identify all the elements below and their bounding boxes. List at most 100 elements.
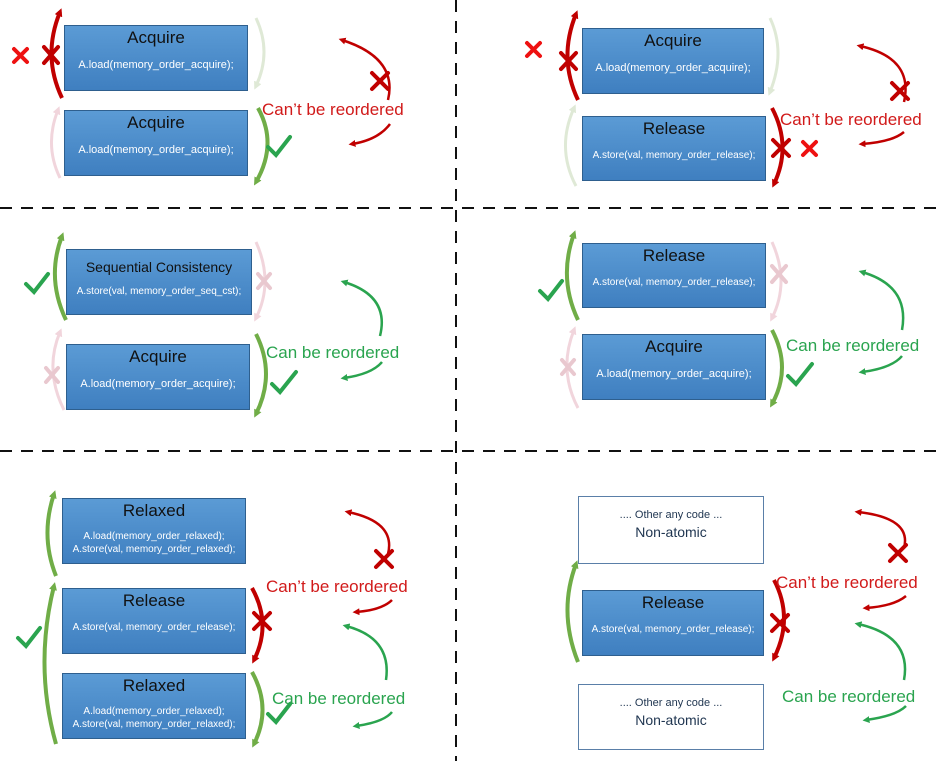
- p1-bottom-box: Acquire A.load(memory_order_acquire);: [64, 110, 248, 176]
- p5-up-arrow-1: [45, 490, 58, 577]
- p6-top-nonatomic-box: .... Other any code ... Non-atomic: [578, 496, 764, 564]
- box-code: A.store(val, memory_order_release);: [591, 624, 755, 635]
- box-title: Acquire: [129, 347, 187, 366]
- p1-down-arrow-allowed: [253, 107, 270, 186]
- p5-curve-cross-icon: [374, 549, 394, 569]
- p5-curved-arrow-green: [342, 623, 388, 681]
- p2-cant-reorder-label: Can’t be reordered: [780, 110, 922, 129]
- box-code-2: A.store(val, memory_order_relaxed);: [72, 544, 236, 555]
- p4-faded-down-arrow: [770, 241, 783, 322]
- box-title: Release: [642, 246, 706, 265]
- p2-small-cross-icon: [525, 41, 542, 58]
- p5-down-arrow-allowed: [250, 671, 265, 748]
- p5-check-icon: [16, 626, 42, 650]
- p2-curved-arrow-red: [856, 43, 907, 103]
- p3-up-arrow-allowed: [52, 232, 68, 321]
- p1-top-box: Acquire A.load(memory_order_acquire);: [64, 25, 248, 91]
- box-other-code: .... Other any code ...: [619, 697, 723, 709]
- p2-bottom-box: Release A.store(val, memory_order_releas…: [582, 116, 766, 181]
- box-code: A.store(val, memory_order_seq_cst);: [76, 286, 242, 297]
- p5-can-reorder-label: Can be reordered: [272, 689, 406, 708]
- p6-can-reorder-label: Can be reordered: [782, 687, 916, 706]
- p3-faded-cross-icon: [256, 272, 272, 290]
- p3-down-arrow-allowed: [254, 333, 268, 418]
- box-other-code: .... Other any code ...: [619, 509, 723, 521]
- box-title: Relaxed: [122, 501, 186, 520]
- p1-cant-reorder-label: Can’t be reordered: [262, 100, 404, 119]
- box-title: Sequential Consistency: [85, 259, 233, 275]
- p5-top-box: Relaxed A.load(memory_order_relaxed); A.…: [62, 498, 246, 564]
- p6-middle-box: Release A.store(val, memory_order_releas…: [582, 590, 764, 656]
- p3-can-reorder-label: Can be reordered: [266, 343, 400, 362]
- p2-small-down-cross-icon: [801, 140, 818, 157]
- p6-curved-arrow-red-tail: [862, 595, 907, 612]
- box-title: Acquire: [127, 113, 185, 132]
- p5-cant-reorder-label: Can’t be reordered: [266, 577, 408, 596]
- box-code-1: A.load(memory_order_relaxed);: [83, 531, 225, 542]
- p5-curved-arrow-red: [344, 509, 391, 555]
- p1-cross-icon: [42, 45, 60, 65]
- box-title: Release: [642, 119, 706, 138]
- p3-top-box: Sequential Consistency A.store(val, memo…: [66, 249, 252, 315]
- p2-faded-up-arrow: [564, 104, 578, 187]
- box-title: Release: [122, 591, 186, 610]
- box-title: Relaxed: [122, 676, 186, 695]
- p2-faded-down-arrow: [767, 17, 780, 96]
- box-code: A.store(val, memory_order_release);: [72, 622, 236, 633]
- p4-curved-arrow-green: [858, 269, 905, 331]
- p3-check-icon-2: [270, 370, 298, 395]
- p1-curved-arrow-red: [338, 37, 391, 101]
- box-code: A.load(memory_order_acquire);: [595, 62, 751, 74]
- p6-bottom-nonatomic-box: .... Other any code ... Non-atomic: [578, 684, 764, 750]
- p5-check-icon-2: [266, 702, 292, 726]
- p4-down-arrow-allowed: [770, 329, 784, 408]
- p4-bottom-box: Acquire A.load(memory_order_acquire);: [582, 334, 766, 400]
- p3-check-icon: [24, 272, 50, 296]
- box-code: A.store(val, memory_order_release);: [592, 277, 756, 288]
- p2-curved-arrow-red-tail: [858, 131, 905, 148]
- p6-curved-arrow-green: [854, 621, 907, 681]
- p4-check-icon-2: [786, 362, 814, 387]
- p6-cross-icon: [770, 613, 790, 633]
- p6-curve-cross-icon: [888, 543, 908, 563]
- p1-small-cross-icon: [12, 47, 29, 64]
- p2-cross-icon: [559, 51, 578, 71]
- p5-bottom-box: Relaxed A.load(memory_order_relaxed); A.…: [62, 673, 246, 739]
- p5-cross-icon: [252, 611, 272, 631]
- p3-curved-arrow-green-tail: [340, 361, 383, 381]
- p4-check-icon: [538, 279, 564, 303]
- box-kind: Non-atomic: [635, 524, 707, 540]
- p5-up-arrow-2: [42, 582, 58, 745]
- box-code: A.load(memory_order_acquire);: [78, 59, 234, 71]
- box-code: A.load(memory_order_acquire);: [596, 368, 752, 380]
- p1-curved-arrow-red-tail: [348, 123, 391, 147]
- p1-faded-down-arrow: [254, 17, 266, 90]
- p4-curved-arrow-green-tail: [858, 355, 903, 376]
- box-title: Acquire: [127, 28, 185, 47]
- p4-can-reorder-label: Can be reordered: [786, 336, 920, 355]
- p3-faded-cross-icon-2: [44, 366, 60, 384]
- p4-up-arrow-allowed: [564, 230, 580, 321]
- p6-curved-arrow-green-tail: [862, 705, 907, 724]
- box-kind: Non-atomic: [635, 712, 707, 728]
- p5-middle-box: Release A.store(val, memory_order_releas…: [62, 588, 246, 654]
- p1-faded-up-arrow: [49, 106, 62, 179]
- p6-cant-reorder-label: Can’t be reordered: [776, 573, 918, 592]
- box-code: A.load(memory_order_acquire);: [78, 144, 234, 156]
- box-title: Acquire: [645, 337, 703, 356]
- box-title: Acquire: [644, 31, 702, 50]
- p1-curve-cross-icon: [370, 71, 390, 91]
- box-title: Release: [641, 593, 705, 612]
- p4-faded-cross-icon-2: [560, 358, 576, 376]
- box-code: A.store(val, memory_order_release);: [592, 150, 756, 161]
- p6-up-arrow-allowed: [565, 560, 580, 663]
- p1-check-icon: [266, 135, 292, 159]
- p5-curved-arrow-red-tail: [352, 599, 393, 616]
- p5-curved-arrow-green-tail: [352, 711, 393, 729]
- p4-faded-cross-icon: [770, 264, 788, 284]
- box-code-2: A.store(val, memory_order_relaxed);: [72, 719, 236, 730]
- p3-faded-up-arrow: [51, 328, 66, 411]
- p2-curve-cross-icon: [890, 81, 910, 101]
- p2-top-box: Acquire A.load(memory_order_acquire);: [582, 28, 764, 94]
